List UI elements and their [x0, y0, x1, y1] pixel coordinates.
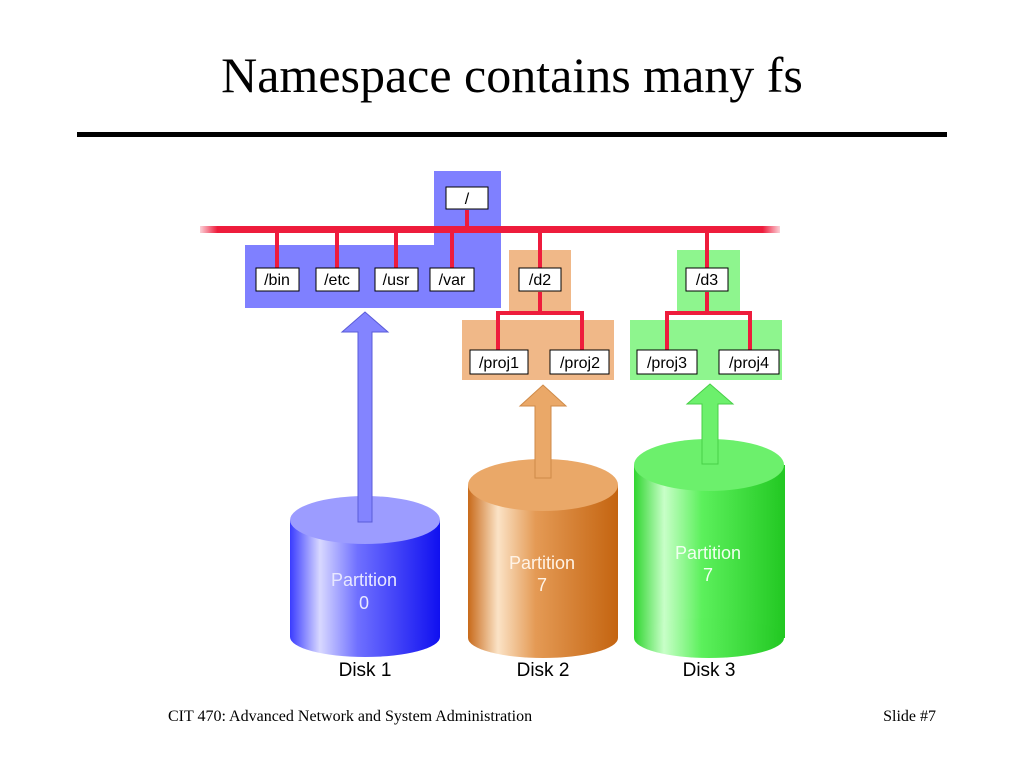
svg-text:/proj1: /proj1	[479, 355, 519, 372]
disk1-partition-number: 0	[359, 593, 369, 613]
dir-proj2[interactable]: /proj2	[549, 349, 610, 375]
footer-slide-number: Slide #7	[883, 708, 936, 725]
disk2-partition-number: 7	[537, 575, 547, 595]
svg-text:/d3: /d3	[696, 272, 718, 289]
footer-course: CIT 470: Advanced Network and System Adm…	[168, 708, 533, 725]
svg-text:/proj4: /proj4	[729, 355, 769, 372]
connector-lines	[275, 210, 752, 350]
svg-text:/proj3: /proj3	[647, 355, 687, 372]
dir-proj3[interactable]: /proj3	[636, 349, 698, 375]
dir-etc[interactable]: /etc	[315, 267, 360, 292]
disk1-partition-word: Partition	[331, 570, 397, 590]
disk2-label: Disk 2	[517, 660, 570, 681]
disk3-cylinder: Partition 7	[634, 439, 785, 658]
dir-d3[interactable]: /d3	[685, 267, 729, 292]
svg-text:/proj2: /proj2	[560, 355, 600, 372]
dir-proj4[interactable]: /proj4	[718, 349, 780, 375]
namespace-bus	[200, 226, 780, 233]
title-divider	[77, 132, 947, 137]
mount-arrow-disk1	[340, 311, 390, 523]
disk2-cylinder: Partition 7	[468, 459, 618, 658]
disk2-partition-word: Partition	[509, 553, 575, 573]
svg-text:/bin: /bin	[264, 272, 290, 289]
disk3-label: Disk 3	[683, 660, 736, 681]
svg-text:/: /	[465, 191, 470, 208]
dir-d2[interactable]: /d2	[518, 267, 562, 292]
dir-proj1[interactable]: /proj1	[469, 349, 529, 375]
dir-root[interactable]: /	[445, 186, 489, 210]
svg-text:/etc: /etc	[324, 272, 350, 289]
dir-var[interactable]: /var	[429, 267, 475, 292]
disk3-partition-number: 7	[703, 565, 713, 585]
svg-text:/d2: /d2	[529, 272, 551, 289]
slide-title: Namespace contains many fs	[221, 47, 803, 103]
disk1-label: Disk 1	[339, 660, 392, 681]
mount-arrow-disk2	[518, 384, 568, 479]
dir-bin[interactable]: /bin	[255, 267, 300, 292]
disk3-partition-word: Partition	[675, 543, 741, 563]
mount-arrow-disk3	[685, 383, 735, 465]
dir-usr[interactable]: /usr	[374, 267, 419, 292]
svg-text:/var: /var	[439, 272, 466, 289]
svg-text:/usr: /usr	[383, 272, 410, 289]
